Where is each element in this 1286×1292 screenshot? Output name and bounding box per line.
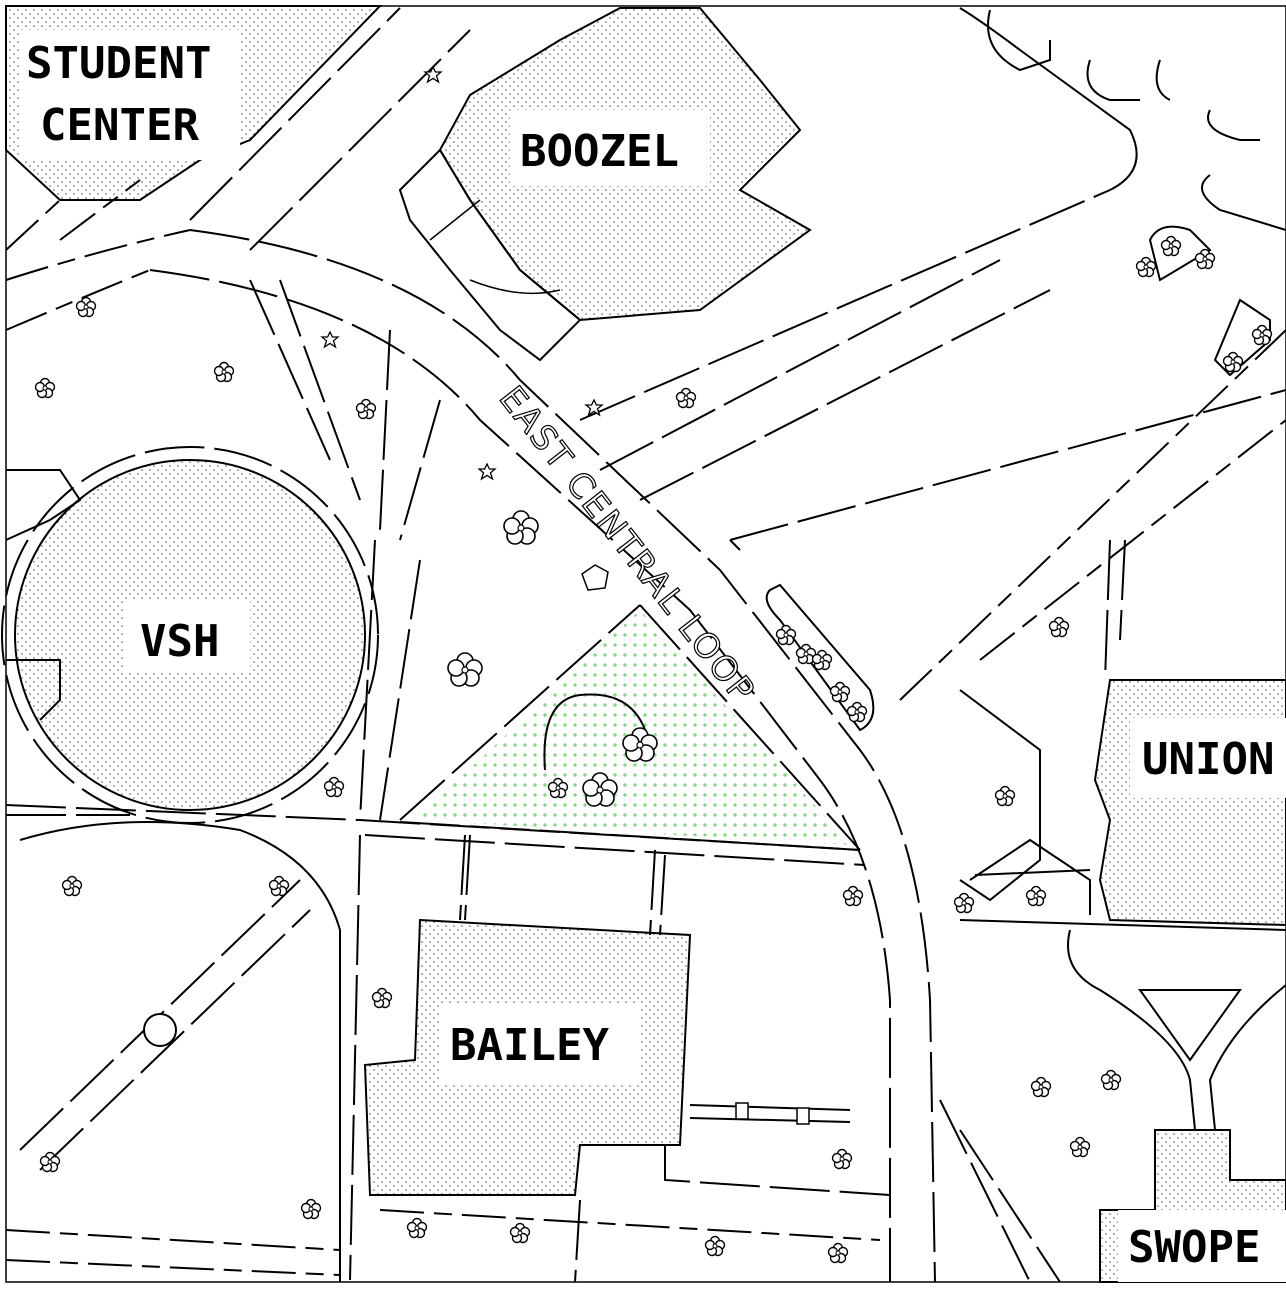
building-vsh[interactable] xyxy=(1,446,379,824)
label-boozel: BOOZEL xyxy=(520,126,679,177)
paths-union xyxy=(939,539,1286,1283)
landmark-icon xyxy=(581,564,609,591)
building-boozel[interactable] xyxy=(398,7,812,362)
road-east-central-loop[interactable] xyxy=(5,229,936,1283)
road-northeast-diagonal[interactable] xyxy=(579,7,1286,701)
parking-northeast xyxy=(987,9,1286,377)
roundabout-circle xyxy=(143,1013,177,1047)
label-bailey: BAILEY xyxy=(450,1020,609,1071)
paths-vsh-radial xyxy=(5,279,866,866)
building-student-center[interactable] xyxy=(5,5,383,201)
paths-bailey xyxy=(349,834,891,1283)
green-space-triangle[interactable] xyxy=(399,604,861,851)
label-swope: SWOPE xyxy=(1128,1222,1260,1273)
lawn-southwest xyxy=(5,821,341,1282)
label-student-center-line1: STUDENT xyxy=(26,38,211,89)
label-union: UNION xyxy=(1142,734,1274,785)
label-student-center-line2: CENTER xyxy=(40,100,199,151)
label-vsh: VSH xyxy=(140,616,219,667)
building-union[interactable] xyxy=(1093,679,1286,927)
building-swope[interactable] xyxy=(1099,1129,1286,1283)
tree-row-island xyxy=(765,583,875,732)
building-bailey[interactable] xyxy=(363,918,692,1196)
